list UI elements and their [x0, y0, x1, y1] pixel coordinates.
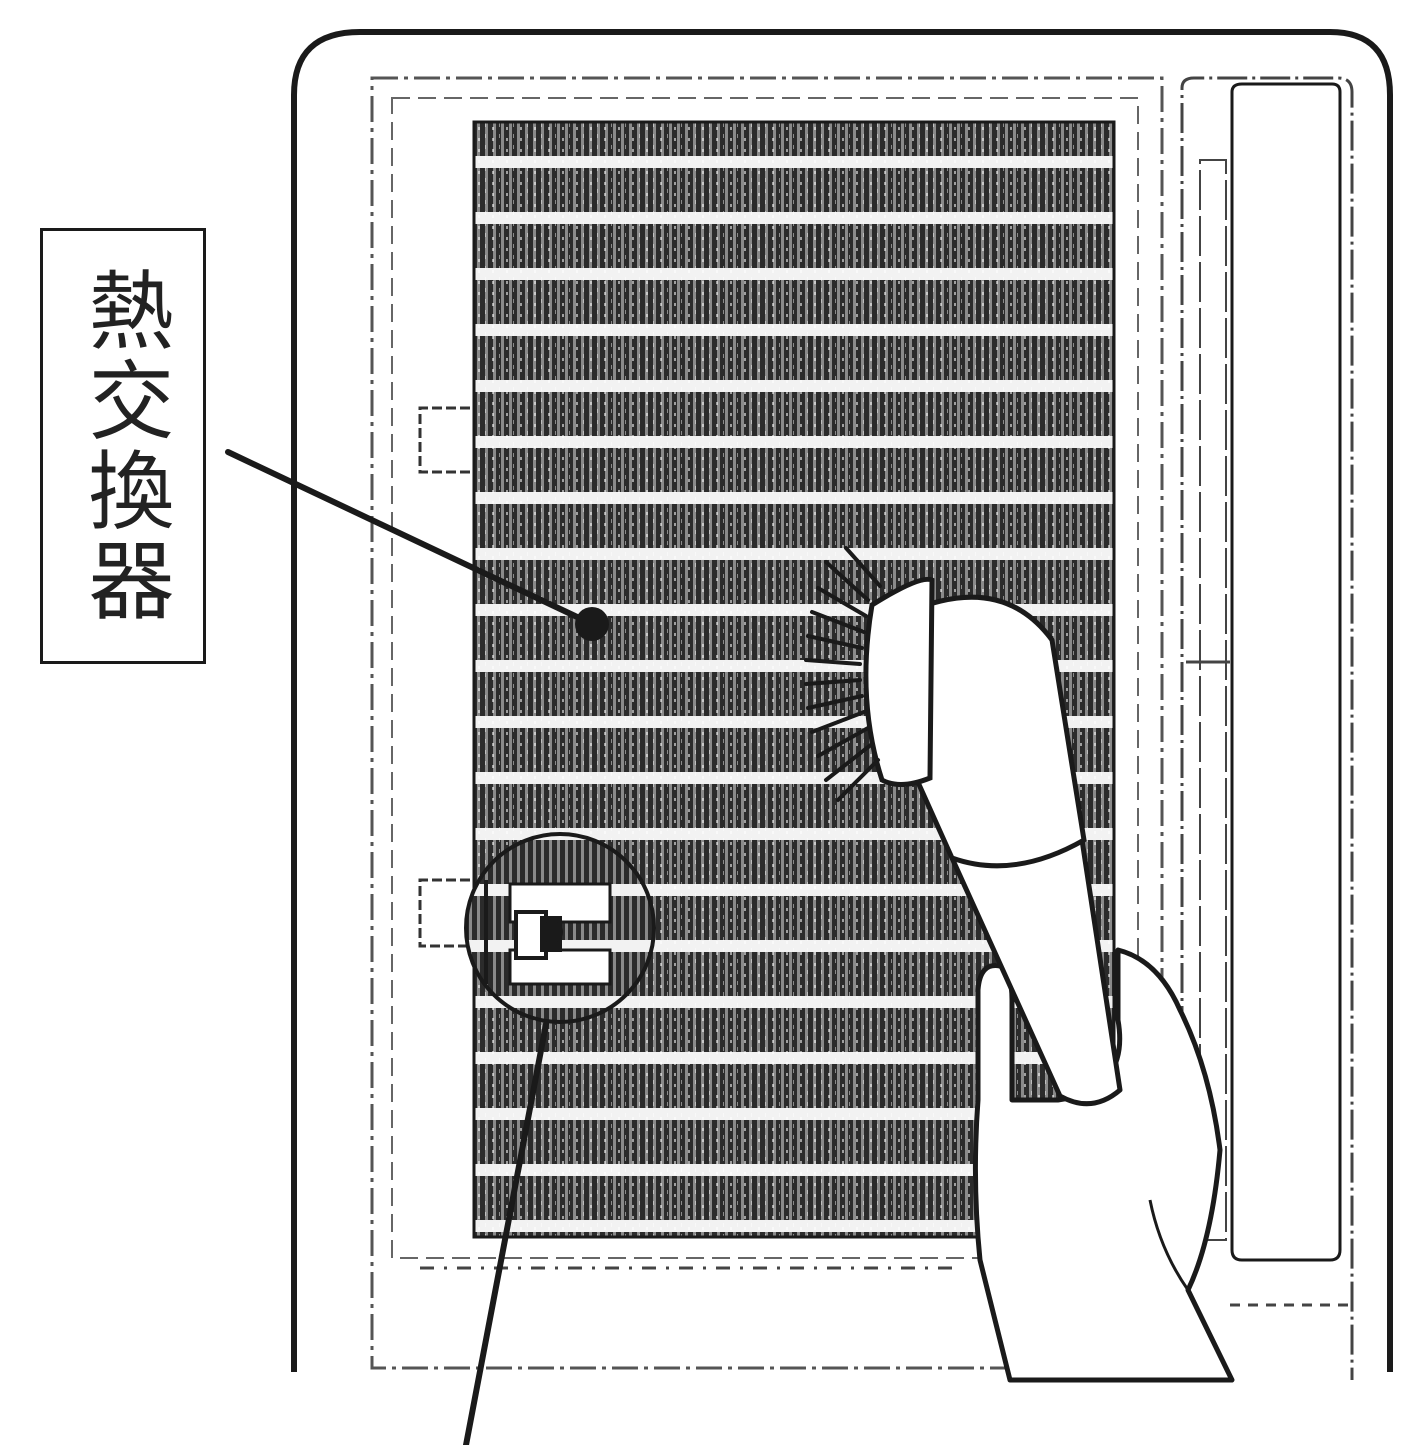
inner-frame-2	[391, 97, 1139, 1259]
heat-exchanger-label-box: 熱交換器	[40, 228, 206, 664]
leader-line-label	[225, 449, 595, 627]
hand-icon	[972, 947, 1235, 1383]
side-panel-inner	[1230, 82, 1342, 1262]
side-slot	[1199, 159, 1227, 1241]
side-panel	[1180, 76, 1354, 1380]
left-clip-upper	[418, 406, 470, 474]
detail-target-dot	[541, 921, 563, 943]
brush-icon	[804, 546, 1123, 1107]
inner-frame	[370, 76, 1164, 1370]
heat-exchanger-label: 熱交換器	[73, 266, 173, 626]
unit-casing	[291, 29, 1393, 1372]
leader-line-detail	[463, 1021, 549, 1445]
leader-dot	[575, 607, 609, 641]
left-clip-lower	[418, 878, 470, 948]
